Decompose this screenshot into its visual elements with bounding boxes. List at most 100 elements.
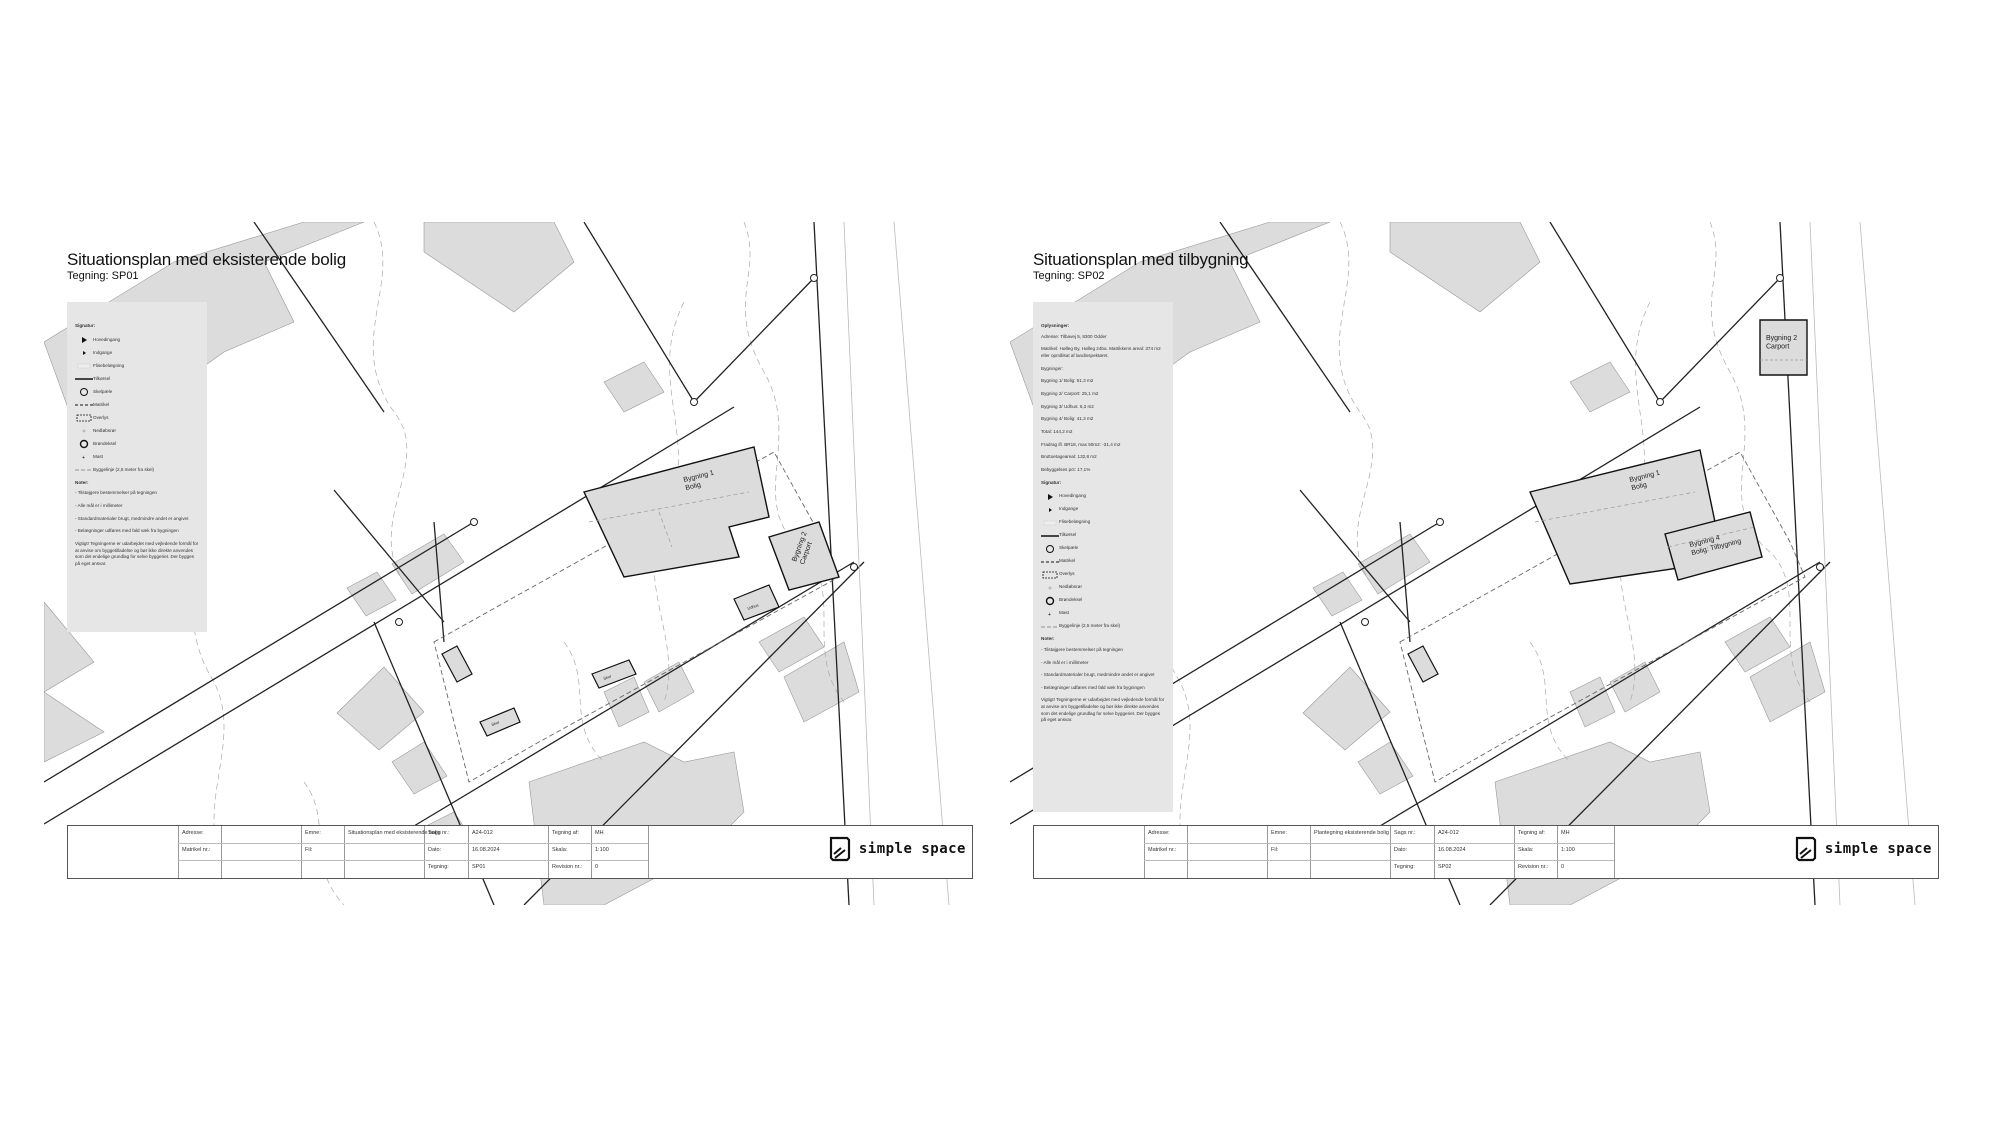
road-line [253,222,385,413]
tegnet-label: Tegning af: [1518,830,1545,836]
legend-label: Indgange [1059,506,1079,512]
legend-label: Byggelinje (2,5 meter fra skel) [93,466,155,472]
neighbour-building [1569,676,1616,728]
info-line: Bygninger: [1041,365,1063,371]
legend-symbol-icon [1041,596,1059,606]
tegnet-value: MH [1561,830,1570,836]
notes-heading: Noter: [75,479,89,485]
sags-label: Sags nr.: [1394,830,1416,836]
legend-label: Nedløbsrør [93,427,116,433]
neighbour-building [423,222,575,313]
tegning-value: SP01 [472,864,486,870]
fil-label: Fil: [305,847,313,853]
logo-text: simple space [858,841,966,857]
building-2 [768,521,840,591]
revision-value: 0 [1561,864,1565,870]
legend-symbol-icon [75,377,93,381]
legend-symbol-icon [75,337,93,344]
neighbour-building [603,361,665,413]
building-4 [441,645,473,683]
important-note: Vigtigt! Tegningerne er udarbejdet med v… [1041,697,1165,723]
info-line: Bygning 3/ Udhus: 6,3 m2 [1041,403,1094,409]
building-5 [591,659,637,689]
tegnet-value: MH [595,830,604,836]
legend-symbol-icon [75,350,93,356]
legend-label: Tilkørsel [93,375,111,381]
legend-symbol-icon [1041,585,1059,591]
page-title: Situationsplan med tilbygning [1033,250,1249,269]
tegnet-label: Tegning af: [552,830,579,836]
revision-label: Revision nr.: [1518,864,1549,870]
legend-label: Indgange [93,349,113,355]
legend-label: Matrikel [93,401,110,407]
road-line [693,277,815,403]
legend-item: Tilkørsel [75,373,199,386]
tegning-label: Tegning: [1394,864,1415,870]
legend-symbol-icon [75,387,93,397]
legend-item: Flisebelægning [75,360,199,373]
notes-heading: Noter: [1041,636,1055,642]
adresse-label: Adresse: [1148,830,1170,836]
legend-label: Overlys [1059,571,1075,577]
legend-heading: Signatur: [1041,479,1062,485]
notes-list: - Tilstøjgere bestemmelser på tegningen-… [1041,647,1165,692]
svg-text:+: + [1048,612,1051,617]
legend-label: Skelpæle [93,388,113,394]
neighbour-building [1724,616,1791,673]
building-6-label: Skur [491,719,501,727]
legend-symbol-icon [1041,571,1059,579]
boundary-marker [395,618,403,626]
logo: simple space [829,836,966,862]
drawing-number: Tegning: SP02 [1033,270,1105,282]
info-line: Bruttoetageareal: 132,8 m2 [1041,454,1097,460]
matrikel-label: Matrikel nr.: [182,847,211,853]
legend-item: Matrikel [1041,555,1165,568]
neighbour-building [391,533,465,595]
note-item: - Standardmaterialer brugt, medmindre an… [1041,672,1155,678]
emne-value: Plantegning eksisterende bolig [1314,830,1389,836]
note-item: - Alle mål er i millimeter [1041,659,1089,665]
info-heading: Oplysninger: [1041,323,1070,328]
neighbour-building [44,601,95,693]
emne-label: Emne: [305,830,321,836]
skala-value: 1:100 [1561,847,1575,853]
info-line: Bebyggelses pct: 17,1% [1041,466,1091,472]
legend-label: Mast [93,453,103,459]
legend-label: Hovedingang [1059,493,1087,499]
skala-label: Skala: [1518,847,1534,853]
neighbour-building [1357,741,1414,795]
legend-item: Indgange [75,347,199,360]
note-item: - Tilstøjgere bestemmelser på tegningen [75,490,157,496]
legend-item: Overlys [1041,568,1165,581]
boundary-marker [850,563,858,571]
neighbour-building [1357,533,1431,595]
legend-symbol-icon [1041,507,1059,513]
legend-label: Brøndeksel [93,440,117,446]
plot-boundary [1399,451,1806,783]
legend-item: +Mast [75,451,199,464]
legend-item: Tilkørsel [1041,529,1165,542]
neighbour-building [758,616,825,673]
legend-heading: Signatur: [75,323,96,328]
road-line [333,489,445,623]
legend-symbol-icon [75,414,93,422]
neighbour-building [643,661,695,713]
note-item: - Belægninger udføres med fald væk fra b… [75,528,179,534]
revision-value: 0 [595,864,599,870]
simple-space-logo-icon [1795,836,1816,862]
sags-label: Sags nr.: [428,830,450,836]
neighbour-building [1389,222,1541,313]
legend-symbol-icon [1041,520,1059,526]
legend-item: Byggelinje (2,5 meter fra skel) [75,464,199,477]
legend-symbol-icon [75,428,93,434]
building-1 [583,446,770,578]
info-line: Total: 144,2 m2 [1041,428,1073,434]
logo: simple space [1795,836,1932,862]
dato-label: Dato: [1394,847,1408,853]
legend-label: Tilkørsel [1059,532,1077,538]
legend-symbol-icon [75,363,93,369]
legend-symbol-icon [1041,625,1059,629]
emne-label: Emne: [1271,830,1287,836]
